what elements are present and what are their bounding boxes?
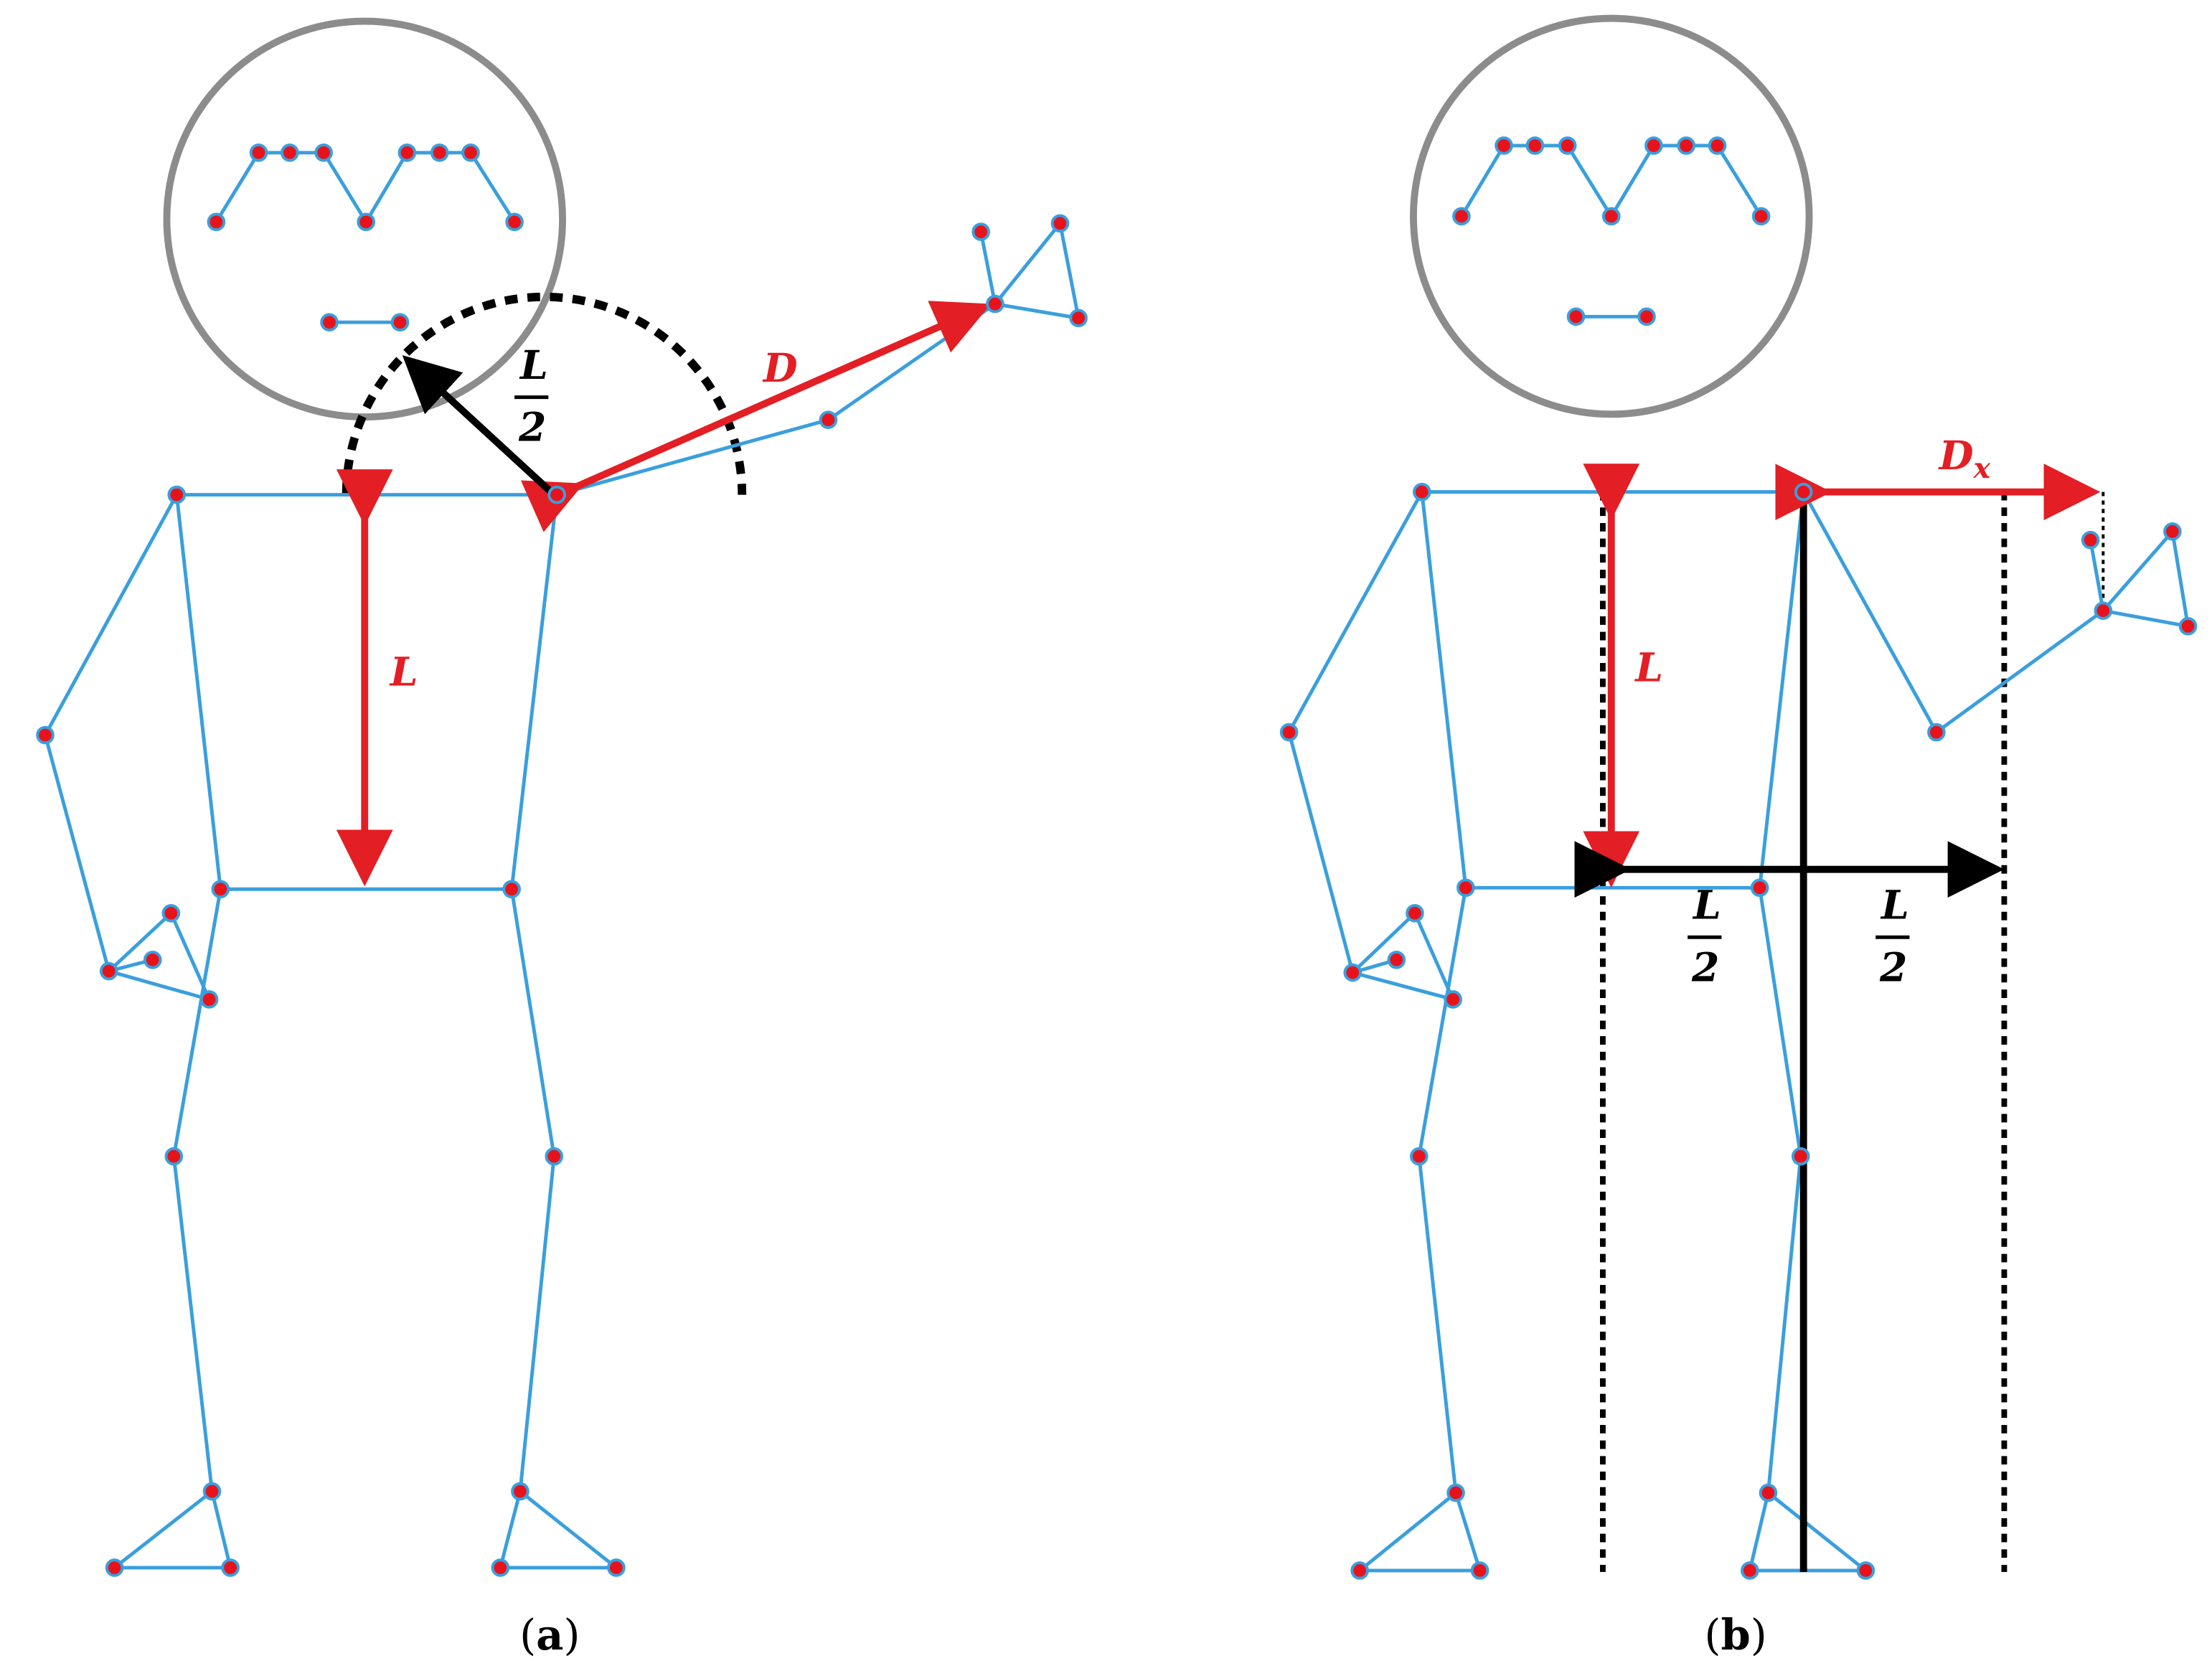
length-label: L (389, 649, 418, 696)
half-length-left-numerator: L (1692, 883, 1721, 929)
half-length-right-denominator: 2 (1879, 944, 1907, 991)
length-label: L (1634, 645, 1663, 692)
distance-arrow (520, 301, 992, 532)
skeleton-lines (1287, 143, 2190, 1573)
half-length-right-numerator: L (1880, 883, 1909, 929)
panel-a: D L L 2 (a) (36, 17, 1088, 1660)
distance-x-label: Dx (1938, 433, 1991, 485)
panel-a-caption: (a) (519, 1610, 580, 1660)
half-length-denominator: 2 (518, 405, 546, 451)
joints (1279, 136, 2198, 1580)
half-length-arrow (402, 354, 557, 498)
skeleton-lines (43, 151, 1081, 1570)
half-length-left-denominator: 2 (1691, 944, 1719, 991)
joints (36, 143, 1088, 1577)
panel-b: Dx L L 2 L 2 (b) (1279, 14, 2198, 1660)
panel-b-caption: (b) (1704, 1610, 1766, 1660)
distance-label: D (762, 345, 798, 392)
half-length-numerator: L (519, 342, 548, 389)
head-circle (163, 17, 566, 421)
head-circle (1410, 14, 1813, 418)
